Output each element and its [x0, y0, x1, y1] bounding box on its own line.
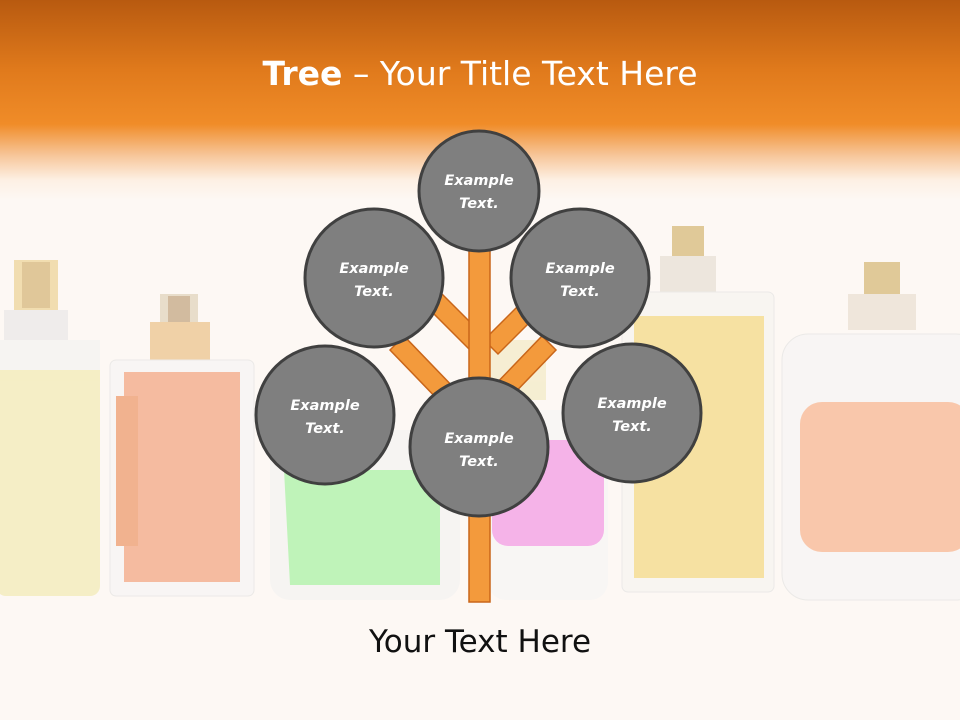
node-center-line1: Example — [444, 431, 514, 447]
node-upper-right-line1: Example — [545, 261, 615, 277]
node-center[interactable]: Example Text. — [408, 376, 550, 518]
node-upper-left-line1: Example — [339, 261, 409, 277]
title-dash: – — [342, 54, 380, 93]
node-lower-right[interactable]: Example Text. — [561, 342, 703, 484]
slide-title[interactable]: Tree – Your Title Text Here — [0, 54, 960, 93]
title-rest: Your Title Text Here — [379, 54, 698, 93]
node-upper-left-line2: Text. — [354, 284, 394, 300]
node-top-line2: Text. — [459, 196, 499, 212]
node-top-line1: Example — [444, 173, 514, 189]
node-upper-right[interactable]: Example Text. — [509, 207, 651, 349]
node-lower-left[interactable]: Example Text. — [254, 344, 396, 486]
node-upper-right-line2: Text. — [560, 284, 600, 300]
node-upper-left[interactable]: Example Text. — [303, 207, 445, 349]
node-lower-left-line2: Text. — [305, 421, 345, 437]
node-top[interactable]: Example Text. — [417, 129, 541, 253]
node-lower-right-line2: Text. — [612, 419, 652, 435]
node-center-line2: Text. — [459, 454, 499, 470]
node-lower-left-line1: Example — [290, 398, 360, 414]
footer-text[interactable]: Your Text Here — [368, 624, 592, 660]
title-bold: Tree — [262, 54, 343, 93]
node-lower-right-line1: Example — [597, 396, 667, 412]
